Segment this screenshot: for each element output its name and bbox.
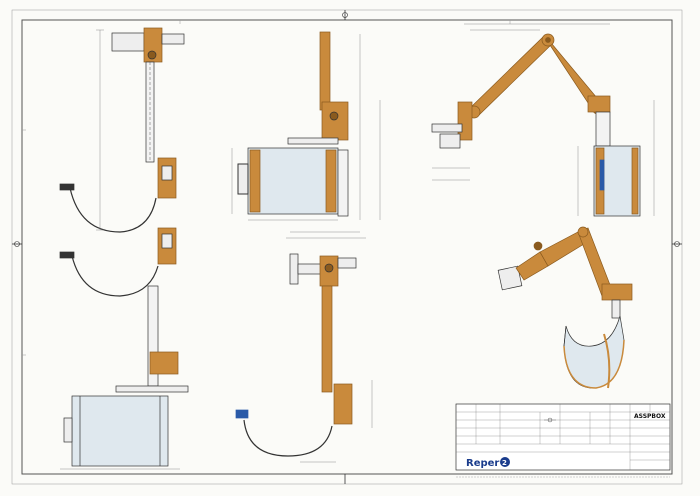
right-arm-view [431,23,655,217]
left-side-view [59,27,189,470]
drawing-title: ASSPBOX [634,413,666,420]
company-logo: Reper 2 [466,457,510,469]
logo-mark: 2 [502,459,507,467]
isometric-view [497,226,633,389]
center-side-view [235,231,373,463]
logo-text: Reper [466,458,499,469]
drawing-frame [11,9,683,485]
title-block: ASSPBOX Reper 2 [455,403,671,471]
center-front-view [231,31,381,221]
